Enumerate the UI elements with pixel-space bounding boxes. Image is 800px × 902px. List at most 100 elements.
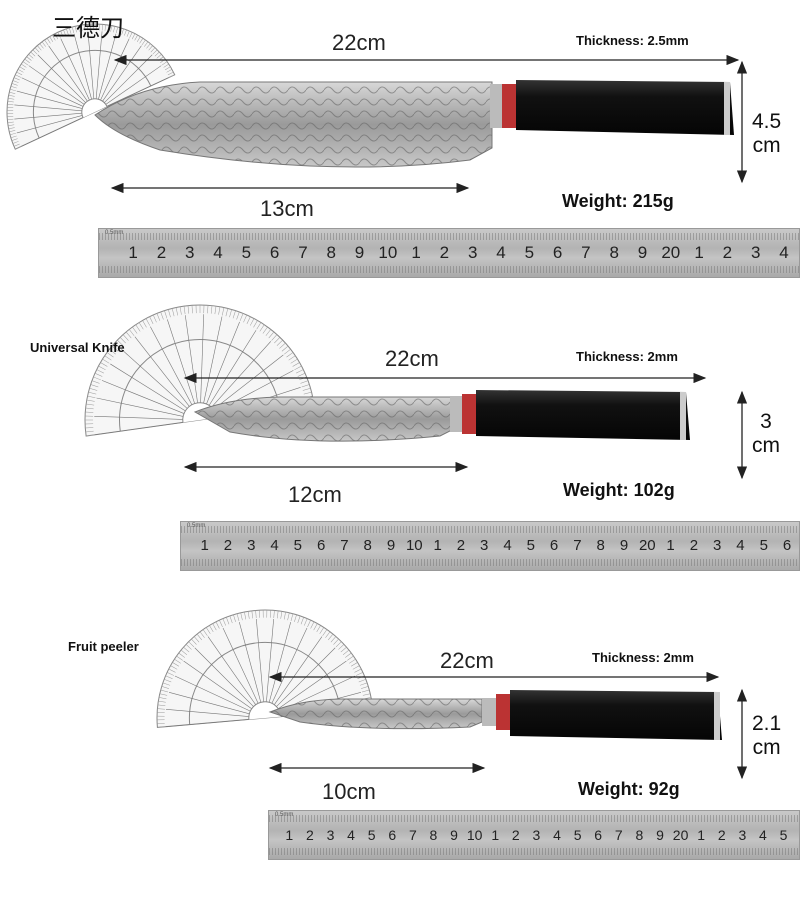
ruler-digit: 2 — [456, 537, 466, 554]
ruler-digit: 6 — [782, 537, 792, 554]
ruler-digit: 20 — [661, 243, 681, 262]
ruler-digit: 3 — [247, 537, 256, 554]
ruler-digit: 1 — [200, 537, 209, 554]
ruler-digit: 8 — [609, 243, 619, 262]
ruler-digit: 10 — [378, 243, 398, 262]
ruler-digit: 7 — [298, 243, 308, 262]
knife-title: Fruit peeler — [68, 639, 139, 654]
ruler-digit: 8 — [596, 537, 605, 554]
ruler-digit: 5 — [779, 827, 788, 843]
santoku-knife — [94, 80, 734, 168]
ruler-digit: 4 — [270, 537, 279, 554]
length-label: 22cm — [332, 30, 386, 55]
ruler-digit: 7 — [614, 827, 623, 843]
ruler-digit: 9 — [354, 243, 365, 262]
thickness-label: Thickness: 2mm — [592, 650, 694, 665]
ruler-digit: 2 — [156, 243, 167, 262]
length-label: 22cm — [440, 648, 494, 673]
ruler-digit: 4 — [779, 243, 789, 262]
ruler-digit: 9 — [619, 537, 629, 554]
ruler-digit: 2 — [305, 827, 314, 843]
fruit-peeler-knife — [268, 690, 722, 740]
ruler-digit: 2 — [223, 537, 233, 554]
weight-label: Weight: 102g — [563, 480, 675, 500]
ruler-digit: 9 — [637, 243, 648, 262]
blade-length-label: 12cm — [288, 482, 342, 507]
ruler-mark: 0.5mm — [275, 812, 294, 818]
ruler-digit: 10 — [405, 537, 423, 554]
dimension-arrows — [110, 54, 748, 780]
universal-knife — [193, 390, 690, 442]
ruler-digit: 9 — [450, 827, 458, 843]
ruler-digit: 4 — [553, 827, 561, 843]
ruler-digit: 7 — [573, 537, 582, 554]
blade-length-label: 13cm — [260, 196, 314, 221]
ruler-digit: 6 — [269, 243, 280, 262]
ruler-digit: 5 — [526, 537, 535, 554]
ruler-digit: 7 — [408, 827, 417, 843]
ruler-digit: 6 — [552, 243, 563, 262]
ruler-digit: 1 — [128, 243, 138, 262]
knife-title: 三德刀 — [52, 15, 124, 42]
knife-title: Universal Knife — [30, 340, 125, 355]
ruler-digit: 2 — [439, 243, 450, 262]
ruler-digit: 3 — [750, 243, 761, 262]
ruler-digit: 5 — [759, 537, 768, 554]
ruler-digit: 2 — [717, 827, 726, 843]
thickness-label: Thickness: 2mm — [576, 349, 678, 364]
ruler-digit: 7 — [581, 243, 591, 262]
ruler-digit: 1 — [491, 827, 500, 843]
ruler-digit: 6 — [594, 827, 603, 843]
height-unit: cm — [752, 736, 781, 759]
ruler-digit: 9 — [656, 827, 664, 843]
ruler-digit: 1 — [285, 827, 294, 843]
ruler-digit: 5 — [293, 537, 302, 554]
ruler-digit: 4 — [213, 243, 223, 262]
ruler-digit: 5 — [367, 827, 376, 843]
height-value: 3 — [760, 410, 772, 433]
ruler-digit: 8 — [429, 827, 438, 843]
ruler-digit: 10 — [466, 827, 483, 843]
ruler-digit: 4 — [496, 243, 506, 262]
ruler-digit: 1 — [433, 537, 442, 554]
blade-length-label: 10cm — [322, 779, 376, 804]
ruler-digit: 7 — [340, 537, 349, 554]
ruler-digit: 3 — [326, 827, 335, 843]
ruler-digit: 6 — [549, 537, 559, 554]
height-value: 4.5 — [752, 110, 782, 133]
ruler-digit: 4 — [736, 537, 745, 554]
ruler-digit: 3 — [185, 243, 195, 262]
ruler-digit: 8 — [363, 537, 372, 554]
ruler-digit: 3 — [467, 243, 478, 262]
ruler-digit: 1 — [697, 827, 706, 843]
ruler-digit: 3 — [738, 827, 747, 843]
ruler-digit: 1 — [411, 243, 421, 262]
length-label: 22cm — [385, 346, 439, 371]
ruler-digit: 6 — [316, 537, 326, 554]
ruler-mark: 0.5mm — [105, 230, 124, 236]
ruler-digit: 8 — [635, 827, 644, 843]
ruler-digit: 3 — [532, 827, 541, 843]
ruler-digit: 2 — [511, 827, 520, 843]
ruler-mark: 0.5mm — [187, 523, 206, 529]
ruler-digit: 9 — [386, 537, 396, 554]
height-unit: cm — [752, 434, 780, 457]
ruler-digit: 20 — [638, 537, 656, 554]
ruler-digit: 6 — [388, 827, 397, 843]
ruler-digit: 4 — [347, 827, 355, 843]
ruler-digit: 1 — [694, 243, 704, 262]
ruler-digit: 2 — [689, 537, 699, 554]
ruler-digit: 20 — [672, 827, 689, 843]
ruler-digit: 8 — [326, 243, 336, 262]
protractor — [156, 609, 374, 728]
weight-label: Weight: 92g — [578, 779, 680, 799]
ruler-digit: 4 — [503, 537, 512, 554]
height-unit: cm — [752, 134, 781, 157]
